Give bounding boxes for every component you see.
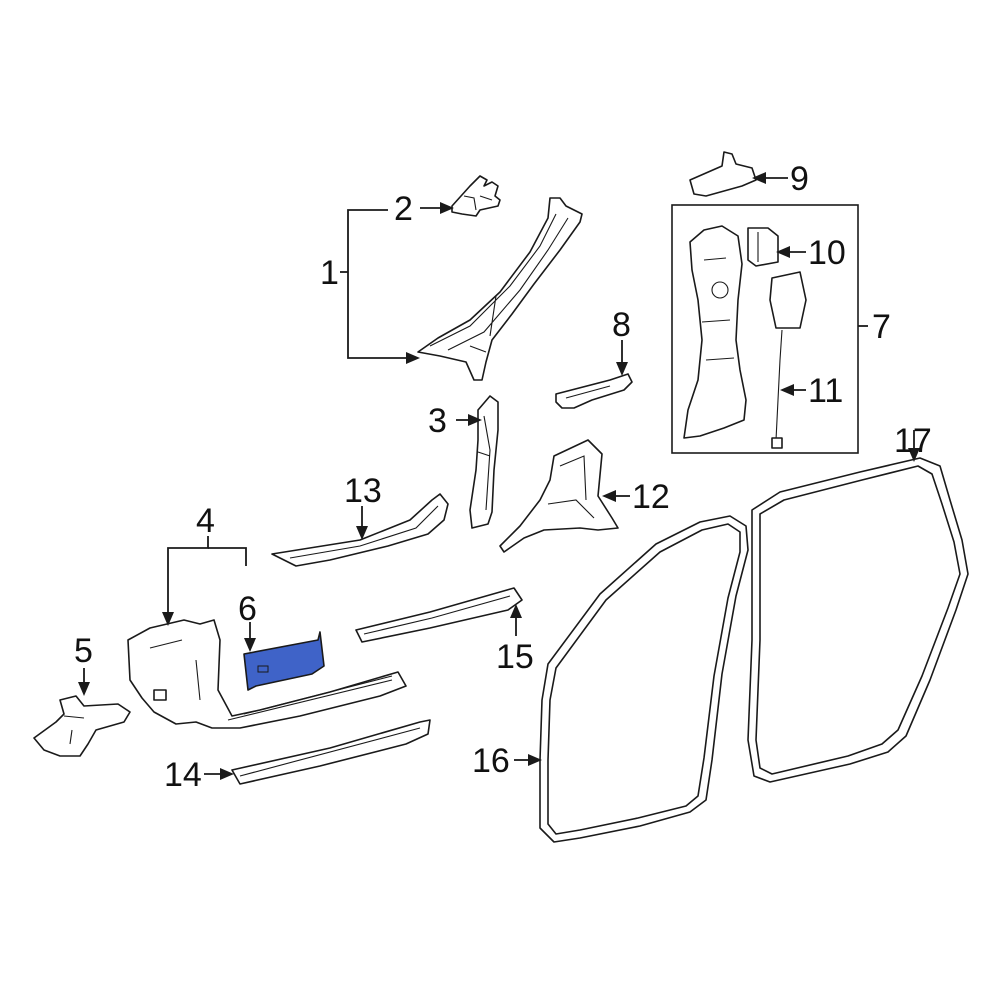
part-16-front-door-seal[interactable] (539, 515, 749, 843)
part-12-lower-pillar-trim[interactable] (499, 439, 619, 553)
callout-8: 8 (612, 306, 631, 344)
callout-6: 6 (238, 590, 257, 628)
leaders (78, 172, 920, 780)
part-5-clip[interactable] (33, 695, 131, 757)
callout-11: 11 (808, 372, 843, 410)
callout-15: 15 (496, 638, 534, 676)
callout-3: 3 (428, 402, 447, 440)
callout-1: 1 (320, 254, 339, 292)
callout-14: 14 (164, 756, 202, 794)
part-7-assembly-frame (671, 204, 859, 454)
part-3-pillar-strip[interactable] (469, 395, 499, 529)
part-6-highlighted-insulator[interactable] (243, 631, 325, 691)
callout-17: 17 (894, 422, 932, 460)
part-9-cap[interactable] (689, 151, 757, 197)
part-13-scuff-plate[interactable] (271, 493, 449, 567)
callout-9: 9 (790, 160, 809, 198)
callout-10: 10 (808, 234, 846, 272)
part-4-kick-panel[interactable] (127, 619, 407, 729)
part-10-clip[interactable] (747, 227, 779, 267)
callout-7: 7 (872, 308, 891, 346)
callout-labels: 1 2 3 4 5 6 7 8 9 10 11 12 13 14 15 16 1… (74, 160, 932, 794)
part-1-a-pillar-trim[interactable] (417, 197, 583, 381)
callout-13: 13 (344, 472, 382, 510)
callout-12: 12 (632, 478, 670, 516)
part-17-rear-door-seal[interactable] (747, 457, 969, 783)
callout-16: 16 (472, 742, 510, 780)
callout-5: 5 (74, 632, 93, 670)
part-8-bracket[interactable] (555, 373, 633, 409)
part-2-clip[interactable] (451, 175, 501, 217)
callout-2: 2 (394, 190, 413, 228)
part-7-b-pillar-trim[interactable] (683, 225, 747, 439)
part-14-sill-trim[interactable] (231, 719, 431, 785)
callout-4: 4 (196, 502, 215, 540)
part-15-sill-plate[interactable] (355, 587, 523, 643)
part-11-harness[interactable] (769, 271, 807, 449)
